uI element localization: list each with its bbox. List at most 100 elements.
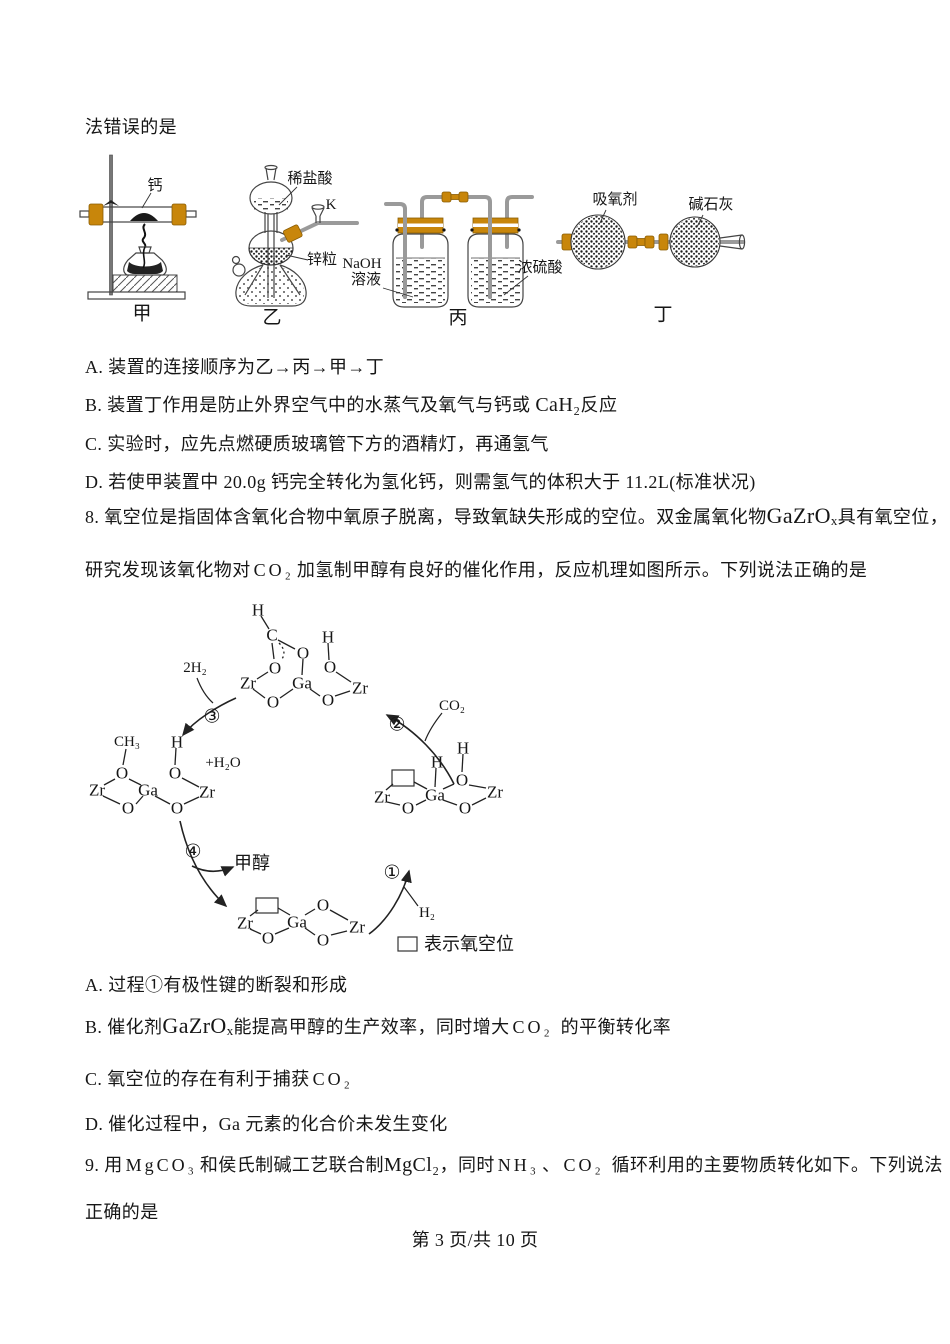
svg-text:O: O <box>402 799 414 818</box>
support-block <box>112 274 178 293</box>
svg-text:O: O <box>317 896 329 915</box>
cycle-arrows: 2H₂ ③ CO₂ ② H₂ ① ④ 甲醇 <box>179 660 465 935</box>
svg-text:Zr: Zr <box>237 914 253 933</box>
q7-option-c: C. 实验时，应先点燃硬质玻璃管下方的酒精灯，再通氢气 <box>85 434 549 454</box>
svg-text:Ga: Ga <box>425 786 445 805</box>
q8-option-d: D. 催化过程中，Ga 元素的化合价未发生变化 <box>85 1114 448 1134</box>
svg-text:H: H <box>322 628 334 647</box>
svg-text:Zr: Zr <box>487 783 503 802</box>
structure-methoxy-left: CH₃ H O O Zr Ga Zr O O +H₂O <box>89 733 241 818</box>
calcium-label: 钙 <box>147 177 162 194</box>
label-yi: 乙 <box>262 308 281 329</box>
right-bottle-outlet-tube <box>505 195 534 249</box>
apparatus-bing: NaOH 溶液 浓硫酸 丙 <box>342 191 563 329</box>
open-end <box>738 234 746 250</box>
arrow-step2 <box>385 714 455 785</box>
svg-text:O: O <box>459 799 471 818</box>
svg-text:Zr: Zr <box>352 679 368 698</box>
plus-h2o-label: +H₂O <box>205 755 241 771</box>
svg-text:Zr: Zr <box>240 674 256 693</box>
mechanism-legend: 表示氧空位 <box>397 934 514 954</box>
stopcock-label: K <box>326 197 337 213</box>
svg-text:Zr: Zr <box>374 788 390 807</box>
apparatus-jia: 钙 甲 <box>79 154 197 325</box>
step3-circle: ③ <box>203 707 220 728</box>
svg-text:Zr: Zr <box>199 783 215 802</box>
svg-text:O: O <box>322 691 334 710</box>
svg-text:Ga: Ga <box>287 913 307 932</box>
zinc-granules <box>248 247 294 266</box>
oxygen-absorbent-bulb <box>572 216 624 268</box>
legend-text: 表示氧空位 <box>424 934 514 954</box>
svg-text:CH₃: CH₃ <box>114 734 140 750</box>
svg-text:H: H <box>457 739 469 758</box>
clamp-wing-nut <box>103 200 119 206</box>
q7-option-a: A. 装置的连接顺序为乙→丙→甲→丁 <box>85 357 385 377</box>
label-ding: 丁 <box>653 305 672 326</box>
page-number-footer: 第 3 页/共 10 页 <box>411 1230 539 1250</box>
q9-stem-line2: 正确的是 <box>85 1202 159 1222</box>
svg-text:O: O <box>169 764 181 783</box>
stand-rod <box>109 154 113 296</box>
svg-text:Zr: Zr <box>349 918 365 937</box>
soda-lime-bulb <box>671 218 719 266</box>
svg-text:O: O <box>297 644 309 663</box>
arrow-step4 <box>179 820 228 908</box>
stand-base <box>87 291 186 300</box>
q7-option-b: B. 装置丁作用是防止外界空气中的水蒸气及氧气与钙或 CaH₂反应 <box>85 394 618 416</box>
apparatus-figure: 钙 甲 稀盐酸 K 锌粒 <box>79 154 746 329</box>
side-stopper <box>283 224 303 243</box>
label-bing: 丙 <box>448 308 467 329</box>
h2so4-liquid <box>471 258 520 303</box>
rubber-stopper-right <box>171 203 187 226</box>
structure-formate-top: H C O O Zr Ga O O Zr H O <box>240 601 368 712</box>
svg-text:C: C <box>266 626 277 645</box>
svg-text:O: O <box>324 658 336 677</box>
svg-text:O: O <box>262 929 274 948</box>
svg-text:Zr: Zr <box>89 781 105 800</box>
bulb-stopper <box>232 263 246 277</box>
svg-text:O: O <box>269 659 281 678</box>
step1-circle: ① <box>383 863 400 884</box>
h2so4-bottle <box>467 233 524 308</box>
methanol-label: 甲醇 <box>234 853 270 873</box>
apparatus-ding: 吸氧剂 碱石灰 丁 <box>556 191 746 326</box>
svg-text:Ga: Ga <box>138 781 158 800</box>
h2so4-label: 浓硫酸 <box>517 259 562 276</box>
naoh-bottle <box>392 233 449 308</box>
arrow-step1 <box>368 869 412 935</box>
h2x2-label: 2H₂ <box>183 660 207 676</box>
top-bulb <box>249 181 293 215</box>
svg-text:O: O <box>116 764 128 783</box>
svg-text:H: H <box>171 733 183 752</box>
intro-line: 法错误的是 <box>85 117 177 137</box>
co2-label: CO₂ <box>439 698 465 714</box>
svg-text:O: O <box>456 771 468 790</box>
legend-vacancy-square <box>397 936 418 952</box>
svg-text:H: H <box>252 601 264 620</box>
flame <box>141 223 147 248</box>
left-bottle-outlet-tube <box>420 195 445 249</box>
reservoir <box>235 264 307 307</box>
svg-text:O: O <box>317 931 329 950</box>
svg-text:H: H <box>431 753 443 772</box>
step2-circle: ② <box>388 715 405 736</box>
oxygen-vacancy-square <box>391 769 415 787</box>
right-bottle-inlet-tube <box>466 195 492 299</box>
oxygen-absorbent-label: 吸氧剂 <box>592 191 637 208</box>
svg-text:O: O <box>171 799 183 818</box>
middle-connector <box>627 235 655 249</box>
step4-circle: ④ <box>184 842 201 863</box>
soda-lime-label: 碱石灰 <box>688 196 733 213</box>
stopcock <box>311 207 325 223</box>
svg-text:Ga: Ga <box>292 674 312 693</box>
mechanism-figure: H C O O Zr Ga O O Zr H O CH₃ <box>89 601 514 955</box>
h2-label: H₂ <box>419 905 435 921</box>
q8-stem-line1: 8. 氧空位是指固体含氧化合物中氧原子脱离，导致氧缺失形成的空位。双金属氧化物G… <box>85 503 949 528</box>
calcium-sample <box>130 213 158 221</box>
